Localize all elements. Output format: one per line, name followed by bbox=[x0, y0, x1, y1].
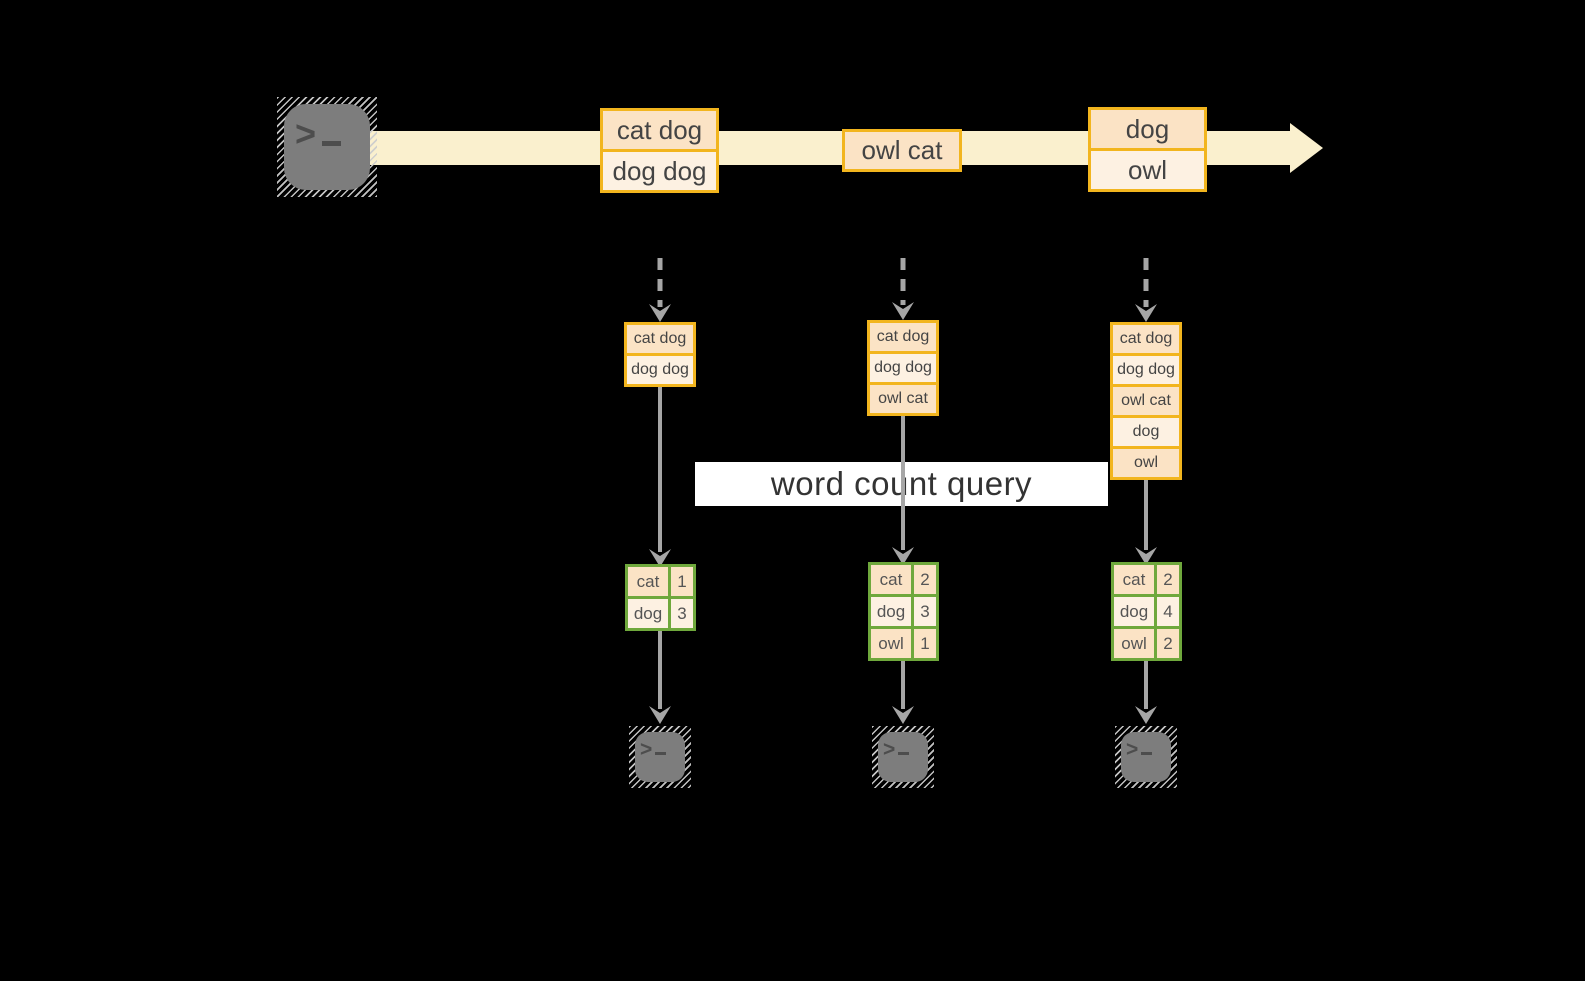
prompt-icon: > bbox=[640, 732, 667, 761]
event-line: dog bbox=[1091, 110, 1204, 148]
word-cell: owl bbox=[1114, 629, 1157, 658]
word-cell: cat bbox=[1114, 565, 1157, 594]
count-cell: 1 bbox=[677, 572, 687, 591]
arrow-down-icon bbox=[1135, 659, 1157, 724]
arrow-down-icon bbox=[1135, 478, 1157, 565]
snapshot-row: cat dog bbox=[870, 323, 936, 351]
count-cell: 3 bbox=[677, 604, 687, 623]
snapshot-row: dog dog bbox=[627, 353, 693, 384]
arrow-down-icon bbox=[649, 629, 671, 724]
count-row: dog 3 bbox=[871, 594, 936, 626]
count-cell: 2 bbox=[1163, 634, 1173, 653]
count-table: cat 2 dog 4 owl 2 bbox=[1111, 562, 1182, 661]
snapshot-row: owl cat bbox=[870, 382, 936, 413]
terminal-icon: > bbox=[629, 726, 691, 788]
word-cell: cat bbox=[871, 565, 914, 594]
count-table: cat 2 dog 3 owl 1 bbox=[868, 562, 939, 661]
prompt-icon: > bbox=[883, 732, 910, 761]
arrow-down-icon bbox=[892, 659, 914, 724]
snapshot-row: owl bbox=[1113, 446, 1179, 477]
terminal-body bbox=[1121, 732, 1171, 782]
dashed-arrow-down-icon bbox=[892, 258, 914, 320]
event-line: owl cat bbox=[845, 132, 959, 169]
snapshot-row: dog dog bbox=[1113, 353, 1179, 384]
count-row: cat 1 bbox=[628, 567, 693, 596]
arrow-down-icon bbox=[649, 385, 671, 567]
stream-event-box: owl cat bbox=[842, 129, 962, 172]
count-cell: 2 bbox=[920, 570, 930, 589]
dashed-arrow-down-icon bbox=[649, 258, 671, 322]
dashed-arrow-down-icon bbox=[1135, 258, 1157, 322]
count-cell: 4 bbox=[1163, 602, 1173, 621]
snapshot-row: dog dog bbox=[870, 351, 936, 382]
stream-arrowhead-icon bbox=[1290, 123, 1323, 173]
snapshot-row: dog bbox=[1113, 415, 1179, 446]
arrow-down-icon bbox=[892, 414, 914, 565]
count-cell: 1 bbox=[920, 634, 930, 653]
event-line: cat dog bbox=[603, 111, 716, 149]
count-row: dog 4 bbox=[1114, 594, 1179, 626]
terminal-body bbox=[635, 732, 685, 782]
count-table: cat 1 dog 3 bbox=[625, 564, 696, 631]
terminal-icon: > bbox=[1115, 726, 1177, 788]
snapshot-row: cat dog bbox=[1113, 325, 1179, 353]
prompt-icon: > bbox=[295, 107, 342, 154]
terminal-body bbox=[284, 104, 370, 190]
count-cell: 2 bbox=[1163, 570, 1173, 589]
terminal-body bbox=[878, 732, 928, 782]
count-row: owl 2 bbox=[1114, 626, 1179, 658]
count-row: owl 1 bbox=[871, 626, 936, 658]
terminal-icon: > bbox=[277, 97, 377, 197]
count-row: dog 3 bbox=[628, 596, 693, 628]
word-cell: dog bbox=[871, 597, 914, 626]
word-cell: cat bbox=[628, 567, 671, 596]
count-cell: 3 bbox=[920, 602, 930, 621]
snapshot-row: owl cat bbox=[1113, 384, 1179, 415]
event-line: dog dog bbox=[603, 149, 716, 190]
event-line: owl bbox=[1091, 148, 1204, 189]
word-cell: dog bbox=[1114, 597, 1157, 626]
count-row: cat 2 bbox=[871, 565, 936, 594]
prompt-icon: > bbox=[1126, 732, 1153, 761]
word-cell: owl bbox=[871, 629, 914, 658]
count-row: cat 2 bbox=[1114, 565, 1179, 594]
snapshot-row: cat dog bbox=[627, 325, 693, 353]
word-cell: dog bbox=[628, 599, 671, 628]
terminal-icon: > bbox=[872, 726, 934, 788]
